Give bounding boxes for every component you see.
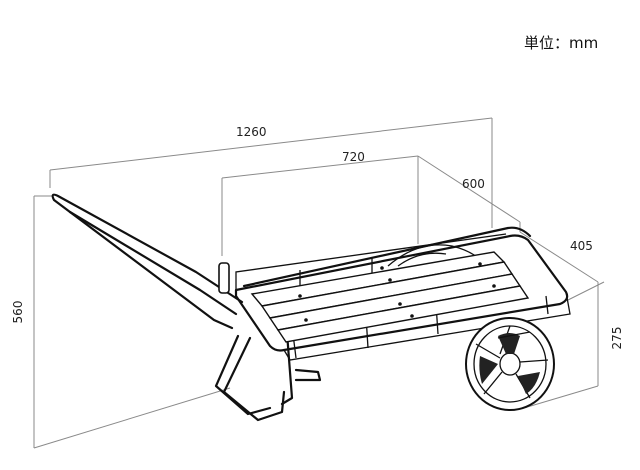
label-overall-length: 1260 [236,125,267,139]
label-overall-height: 560 [11,301,25,324]
label-bed-length: 720 [342,150,365,164]
front-wheel [465,317,555,411]
handle-post [218,262,230,294]
unit-label: 単位：mm [524,34,598,52]
dim-line-wheel-track [519,231,599,283]
cart-illustration [51,193,571,422]
dim-line-bed-width [417,155,521,223]
bed-slats [250,251,530,343]
handle [51,193,244,330]
label-bed-height: 275 [610,327,624,350]
dim-line-overall-length [49,117,493,171]
dimension-lines [33,117,605,449]
label-bed-width: 600 [462,177,485,191]
label-wheel-track: 405 [570,239,593,253]
stand-frame [214,318,322,422]
bed-rail [234,226,571,361]
dim-line-bed-length [221,155,419,179]
